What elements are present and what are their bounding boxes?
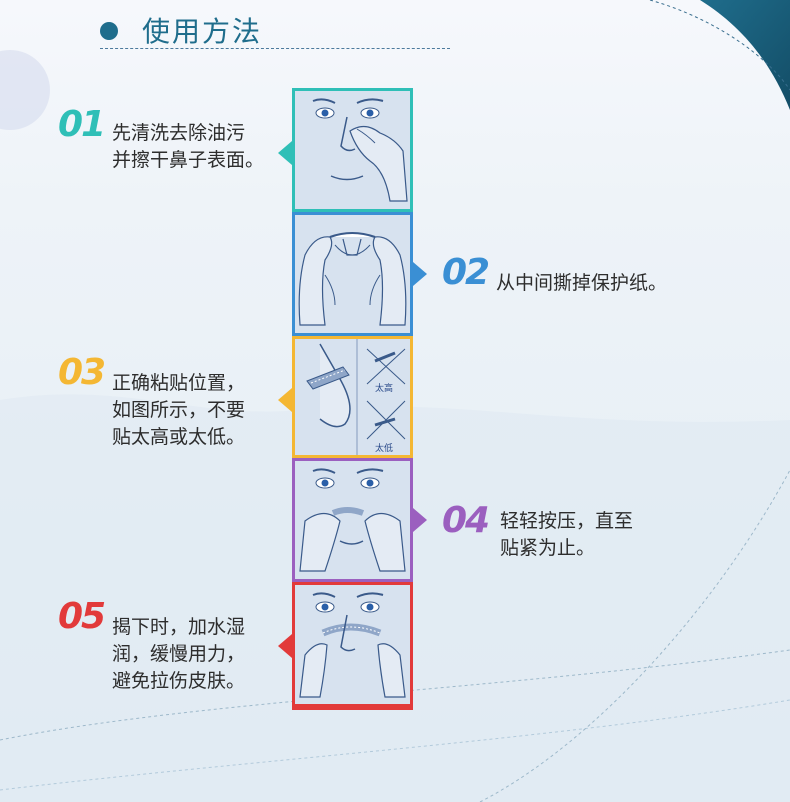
step-1-pointer-icon <box>278 141 292 165</box>
section-header: 使用方法 <box>100 8 450 50</box>
step-2-pointer-icon <box>413 262 427 286</box>
step-3-pointer-icon <box>278 388 292 412</box>
step-2-text: 从中间撕掉保护纸。 <box>496 272 668 294</box>
hands-peeling-strip-illustration <box>292 212 413 336</box>
step-2-number: 02 <box>442 252 490 293</box>
step-4-illustration-icon <box>295 461 410 579</box>
step-5-pointer-icon <box>278 634 292 658</box>
step-5-text: 揭下时，加水湿 润，缓慢用力， 避免拉伤皮肤。 <box>112 616 246 692</box>
step-4-number: 04 <box>442 500 490 541</box>
header-bullet-icon <box>100 22 118 40</box>
header-underline <box>100 48 450 49</box>
fingers-pressing-strip-illustration <box>292 458 413 582</box>
too-low-label: 太低 <box>375 442 393 454</box>
removing-strip-illustration <box>292 582 413 710</box>
step-5-illustration-icon <box>295 585 410 704</box>
step-3-text: 正确粘贴位置， 如图所示，不要 贴太高或太低。 <box>112 372 246 448</box>
nose-placement-illustration: 太高 太低 <box>292 336 413 458</box>
step-4-text: 轻轻按压，直至 贴紧为止。 <box>500 510 634 559</box>
face-wiping-nose-illustration <box>292 88 413 212</box>
step-2-illustration-icon <box>295 215 410 333</box>
step-4-pointer-icon <box>413 508 427 532</box>
step-1-illustration-icon <box>295 91 410 209</box>
step-3-number: 03 <box>58 352 106 393</box>
step-5-number: 05 <box>58 596 106 637</box>
section-title: 使用方法 <box>142 15 263 48</box>
too-high-label: 太高 <box>375 382 393 394</box>
step-1-number: 01 <box>58 104 106 145</box>
step-3-illustration-icon: 太高 太低 <box>295 339 410 455</box>
step-1-text: 先清洗去除油污 并擦干鼻子表面。 <box>112 122 265 171</box>
